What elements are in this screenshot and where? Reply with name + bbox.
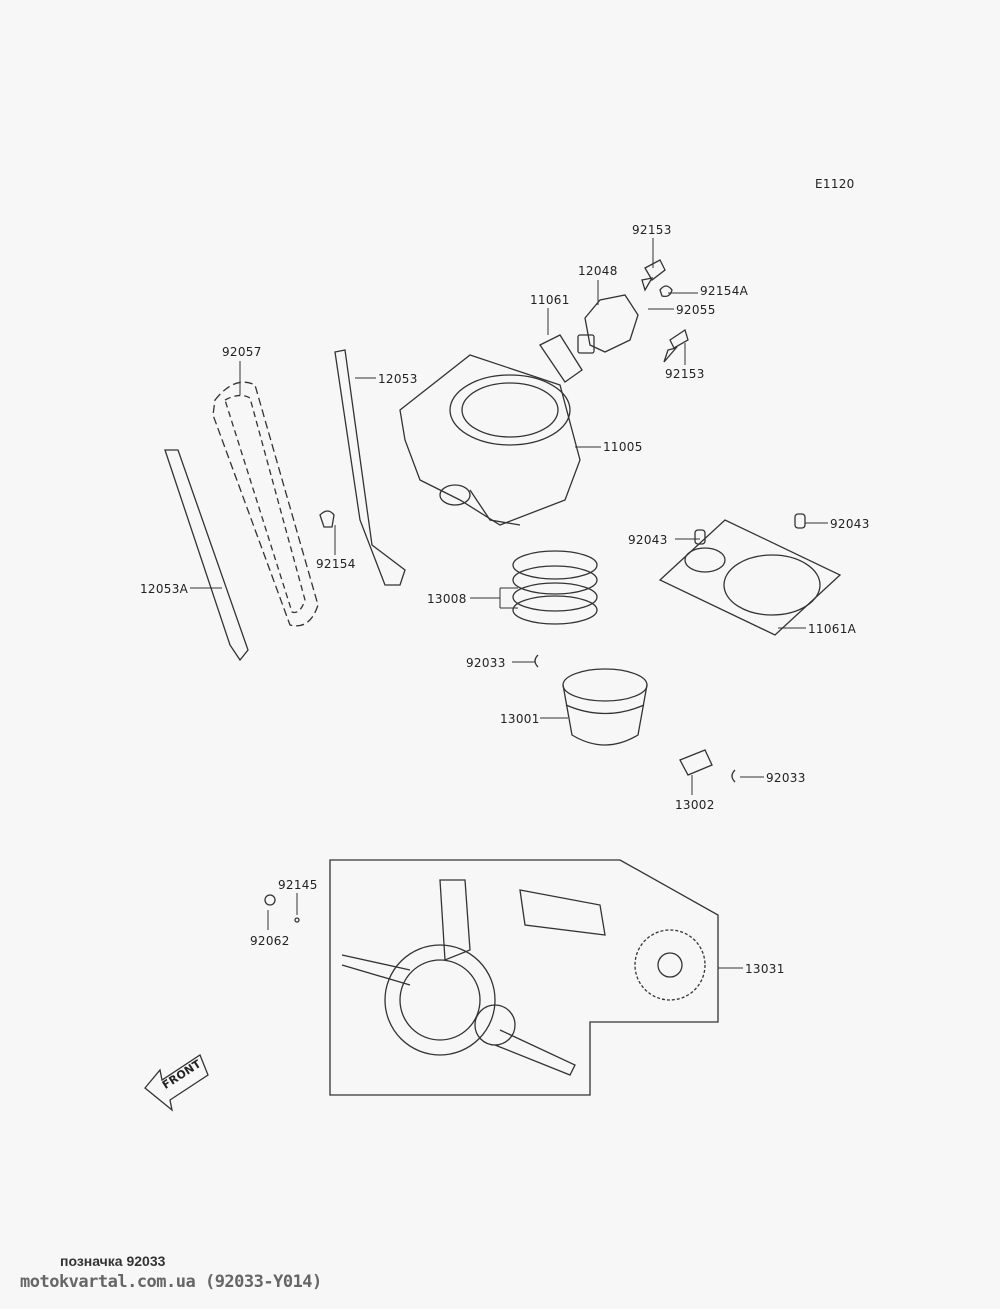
part-label-13031[interactable]: 13031 xyxy=(745,962,785,976)
part-label-92043-left[interactable]: 92043 xyxy=(628,533,668,547)
part-label-11005[interactable]: 11005 xyxy=(603,440,643,454)
caption-source: motokvartal.com.ua (92033-Y014) xyxy=(20,1272,322,1292)
part-label-92154[interactable]: 92154 xyxy=(316,557,356,571)
leader-lines xyxy=(190,238,828,969)
part-label-13002[interactable]: 13002 xyxy=(675,798,715,812)
part-label-12053[interactable]: 12053 xyxy=(378,372,418,386)
part-label-92062[interactable]: 92062 xyxy=(250,934,290,948)
part-label-92153-bottom[interactable]: 92153 xyxy=(665,367,705,381)
diagram-code: E1120 xyxy=(815,177,855,191)
tensioner-assembly xyxy=(539,259,689,383)
part-label-92055[interactable]: 92055 xyxy=(676,303,716,317)
part-label-13001[interactable]: 13001 xyxy=(500,712,540,726)
cylinder xyxy=(399,354,581,526)
part-label-13008[interactable]: 13008 xyxy=(427,592,467,606)
caption-title: позначка 92033 xyxy=(60,1253,166,1269)
part-label-92153-top[interactable]: 92153 xyxy=(632,223,672,237)
part-label-92043-right[interactable]: 92043 xyxy=(830,517,870,531)
part-label-11061A[interactable]: 11061A xyxy=(808,622,857,636)
crankshaft-assembly xyxy=(264,859,719,1096)
front-arrow-icon xyxy=(144,1054,209,1112)
part-label-11061[interactable]: 11061 xyxy=(530,293,570,307)
part-label-92057[interactable]: 92057 xyxy=(222,345,262,359)
chain-guides xyxy=(164,349,406,662)
base-gasket xyxy=(658,513,842,636)
part-label-92033-right[interactable]: 92033 xyxy=(766,771,806,785)
part-label-92033-left[interactable]: 92033 xyxy=(466,656,506,670)
part-label-12053A[interactable]: 12053A xyxy=(140,582,189,596)
piston xyxy=(534,654,736,783)
part-label-92154A[interactable]: 92154A xyxy=(700,284,749,298)
piston-rings xyxy=(512,550,598,625)
part-label-12048[interactable]: 12048 xyxy=(578,264,618,278)
part-label-92145[interactable]: 92145 xyxy=(278,878,318,892)
